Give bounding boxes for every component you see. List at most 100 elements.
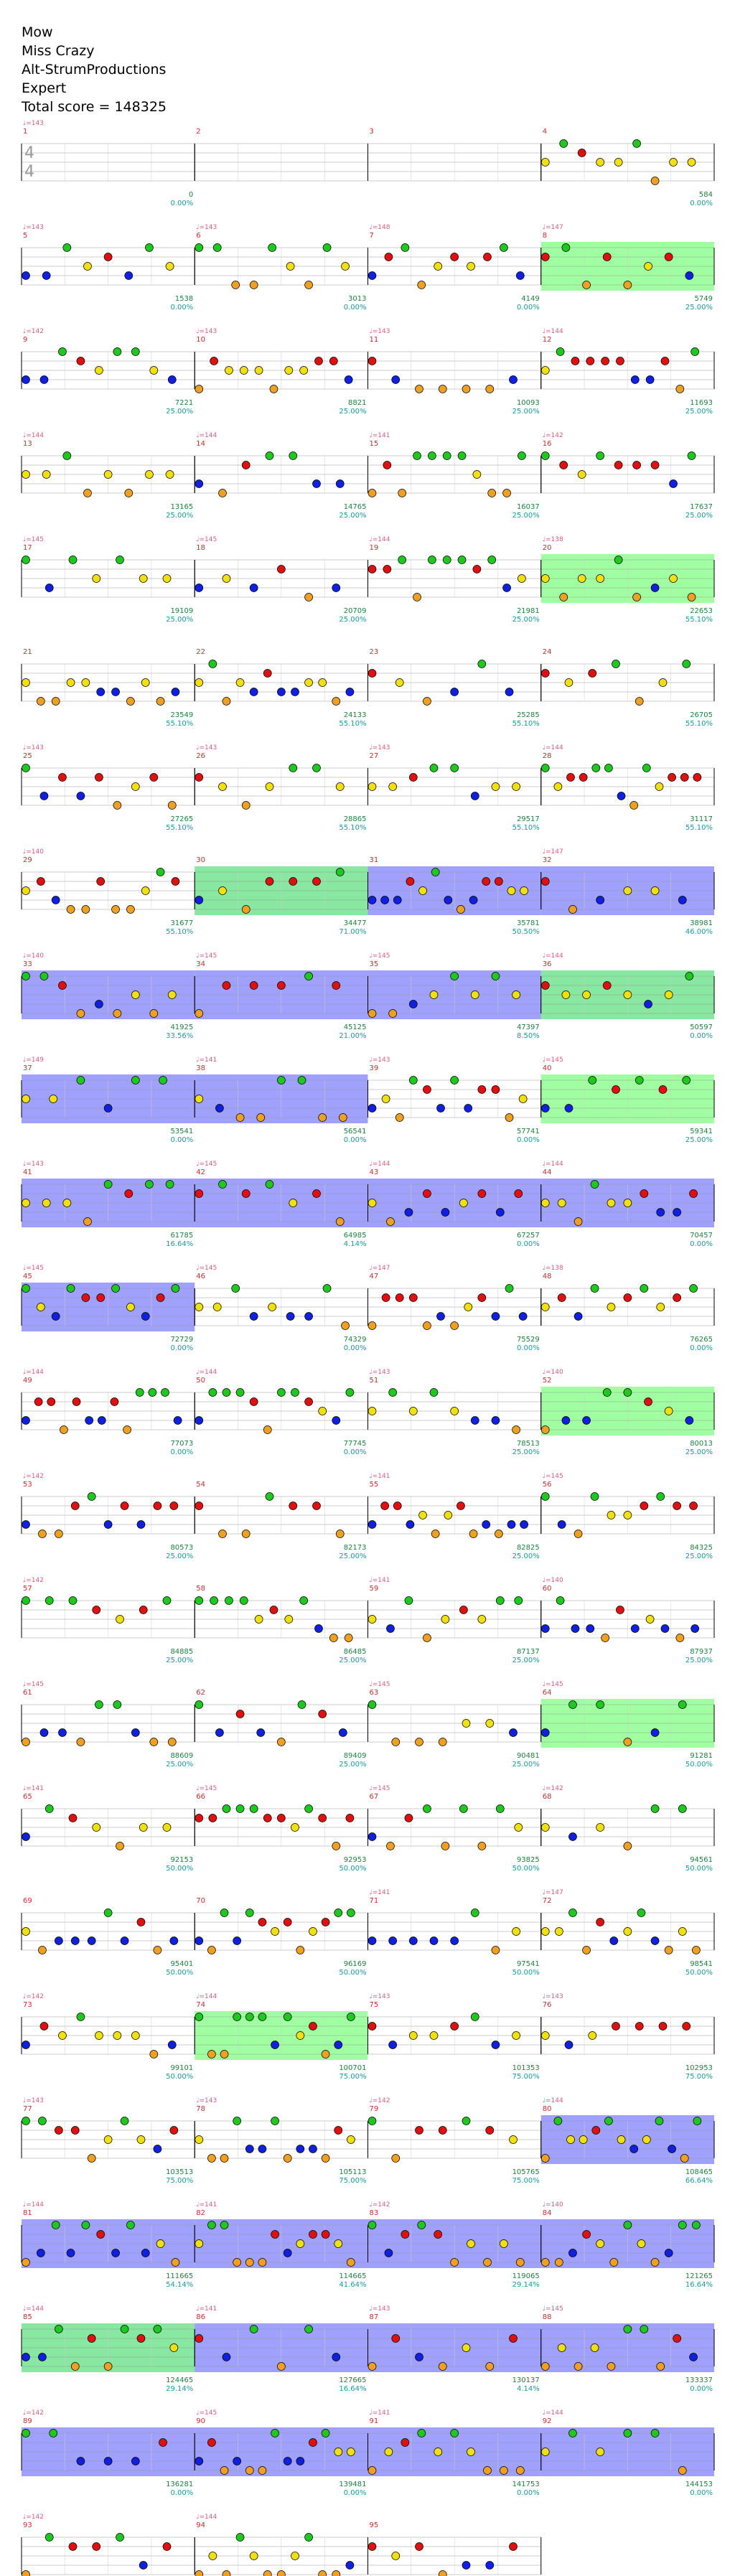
measure-score: 31677 [170,919,193,927]
note [304,1312,313,1321]
note [692,1946,701,1954]
note [564,1104,574,1113]
note [450,253,459,261]
measure-score: 93825 [517,1856,540,1864]
note [664,1407,673,1415]
note [384,253,393,261]
measure-percent: 55.10% [166,824,193,832]
tempo-marking: ♩=143 [196,328,217,335]
tempo-marking: ♩=145 [370,1785,390,1792]
note [512,2031,520,2040]
measure-score: 19109 [170,607,193,615]
note [87,2154,96,2163]
measure-number: 93 [23,2521,32,2529]
note [85,1416,94,1425]
note [195,2239,204,2248]
note [68,2542,78,2551]
note [126,2221,135,2229]
note [380,896,389,904]
note [441,1615,450,1624]
measure-number: 58 [196,1585,205,1593]
note [95,1700,103,1709]
measure-percent: 75.00% [512,2073,540,2081]
tempo-marking: ♩=143 [23,1161,44,1168]
note [689,1502,698,1510]
note [395,678,404,687]
note [136,2135,146,2144]
tempo-marking: ♩=141 [370,2409,390,2417]
measure-percent: 0.00% [690,1032,713,1040]
note [604,764,613,772]
note [482,877,491,886]
note [494,1530,503,1538]
note [347,2448,355,2456]
measure-percent: 66.64% [685,2177,713,2185]
note [335,1530,345,1538]
note [277,688,286,696]
measure-score: 101353 [512,2064,540,2072]
note [332,981,341,990]
note [561,990,571,999]
note [83,1217,92,1226]
note [141,2249,150,2257]
note [462,1719,471,1728]
measure-percent: 46.00% [685,928,713,936]
note [218,1180,227,1189]
measure-percent: 4.14% [517,2385,540,2393]
measure-percent: 0.00% [344,1136,367,1144]
note [309,2230,317,2239]
note [218,1530,227,1538]
tempo-marking: ♩=144 [23,2201,44,2209]
note [58,981,67,990]
tempo-marking: ♩=145 [23,1265,44,1272]
measure-score: 111665 [166,2272,193,2280]
note [640,1502,649,1510]
note [617,792,626,800]
note [623,886,632,895]
measure-percent: 50.00% [685,1761,713,1769]
note [505,1113,514,1122]
measure-percent: 25.00% [339,616,366,624]
measure-score: 77073 [170,1440,193,1448]
note [692,2221,701,2229]
tempo-marking: ♩=142 [23,2409,44,2417]
note [401,2438,410,2447]
note [658,1085,668,1094]
note [149,1009,159,1018]
note [588,669,597,678]
tempo-marking: ♩=145 [196,952,217,960]
note [62,243,72,252]
tempo-marking: ♩=145 [196,1265,217,1272]
note [518,1095,528,1103]
note [368,1104,377,1113]
tempo-marking: ♩=145 [23,536,44,543]
note [428,451,436,460]
note [388,782,398,791]
measure-score: 24133 [344,711,367,719]
measure-percent: 75.00% [166,2177,193,2185]
measure-percent: 25.00% [166,1761,193,1769]
note [92,574,101,583]
note [434,2230,443,2239]
note [66,2249,75,2257]
note [318,678,327,687]
note [685,271,694,280]
note [623,1388,632,1397]
note [195,773,204,782]
measure-percent: 25.00% [685,1657,713,1664]
song-difficulty: Expert [22,80,67,96]
note [609,2258,619,2267]
note [195,1596,204,1605]
note [145,1180,154,1189]
note [222,574,231,583]
tempo-marking: ♩=143 [543,1993,563,2000]
note [113,1009,122,1018]
note [540,1927,550,1936]
note [607,1199,616,1207]
measure-score: 72729 [170,1336,193,1344]
note [632,461,641,469]
